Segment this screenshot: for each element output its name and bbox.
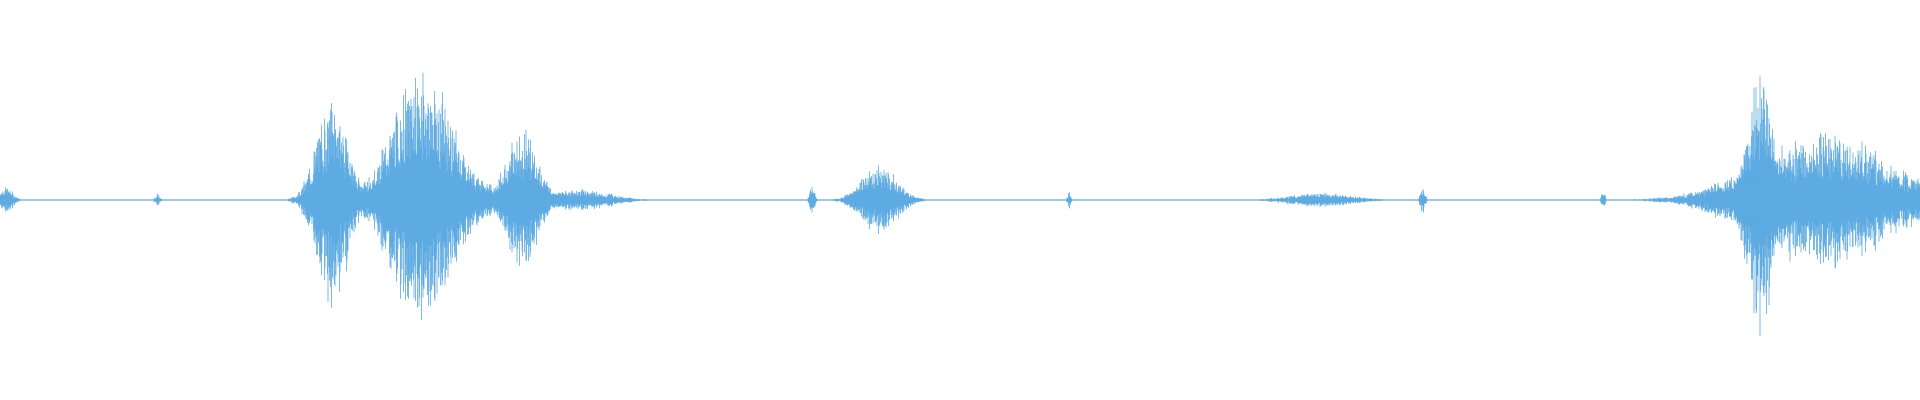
waveform-burst-13-body-path xyxy=(1633,133,1920,269)
waveform-hum-9 xyxy=(1260,192,1382,207)
waveform-burst-7-path xyxy=(832,165,925,234)
waveform-spike-11-path xyxy=(1600,194,1607,206)
waveform-burst-7 xyxy=(832,165,925,234)
waveform-spike-6-path xyxy=(807,187,818,213)
waveform-spike-6 xyxy=(807,187,818,213)
waveform-burst-13-body xyxy=(1633,133,1920,269)
waveform-spike-10 xyxy=(1418,189,1428,213)
waveform-spike-11 xyxy=(1600,194,1607,206)
waveform-burst-start xyxy=(0,187,20,212)
waveform-spike-5-path xyxy=(607,193,614,207)
waveform-spike-8 xyxy=(1066,192,1073,209)
waveform-blip-1 xyxy=(153,193,162,206)
waveform-spike-5 xyxy=(607,193,614,207)
waveform-burst-13-end xyxy=(1900,189,1920,212)
waveform-hum-9-path xyxy=(1260,192,1382,207)
waveform-spike-8-path xyxy=(1066,192,1073,209)
waveform-burst-start-path xyxy=(0,187,20,212)
waveform-spike-10-path xyxy=(1418,189,1428,213)
waveform-burst-13-end-path xyxy=(1900,189,1920,212)
waveform-blip-1-path xyxy=(153,193,162,206)
